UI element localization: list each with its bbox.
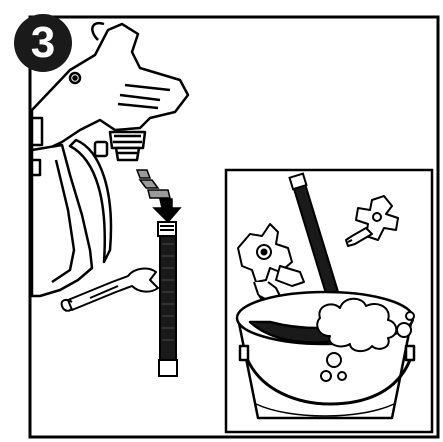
step-number-badge: 3 [14, 14, 72, 72]
step-number: 3 [31, 21, 55, 65]
bucket-icon [237, 292, 414, 418]
gun-filter-icon [158, 222, 177, 376]
arrow-down-icon [137, 170, 180, 222]
